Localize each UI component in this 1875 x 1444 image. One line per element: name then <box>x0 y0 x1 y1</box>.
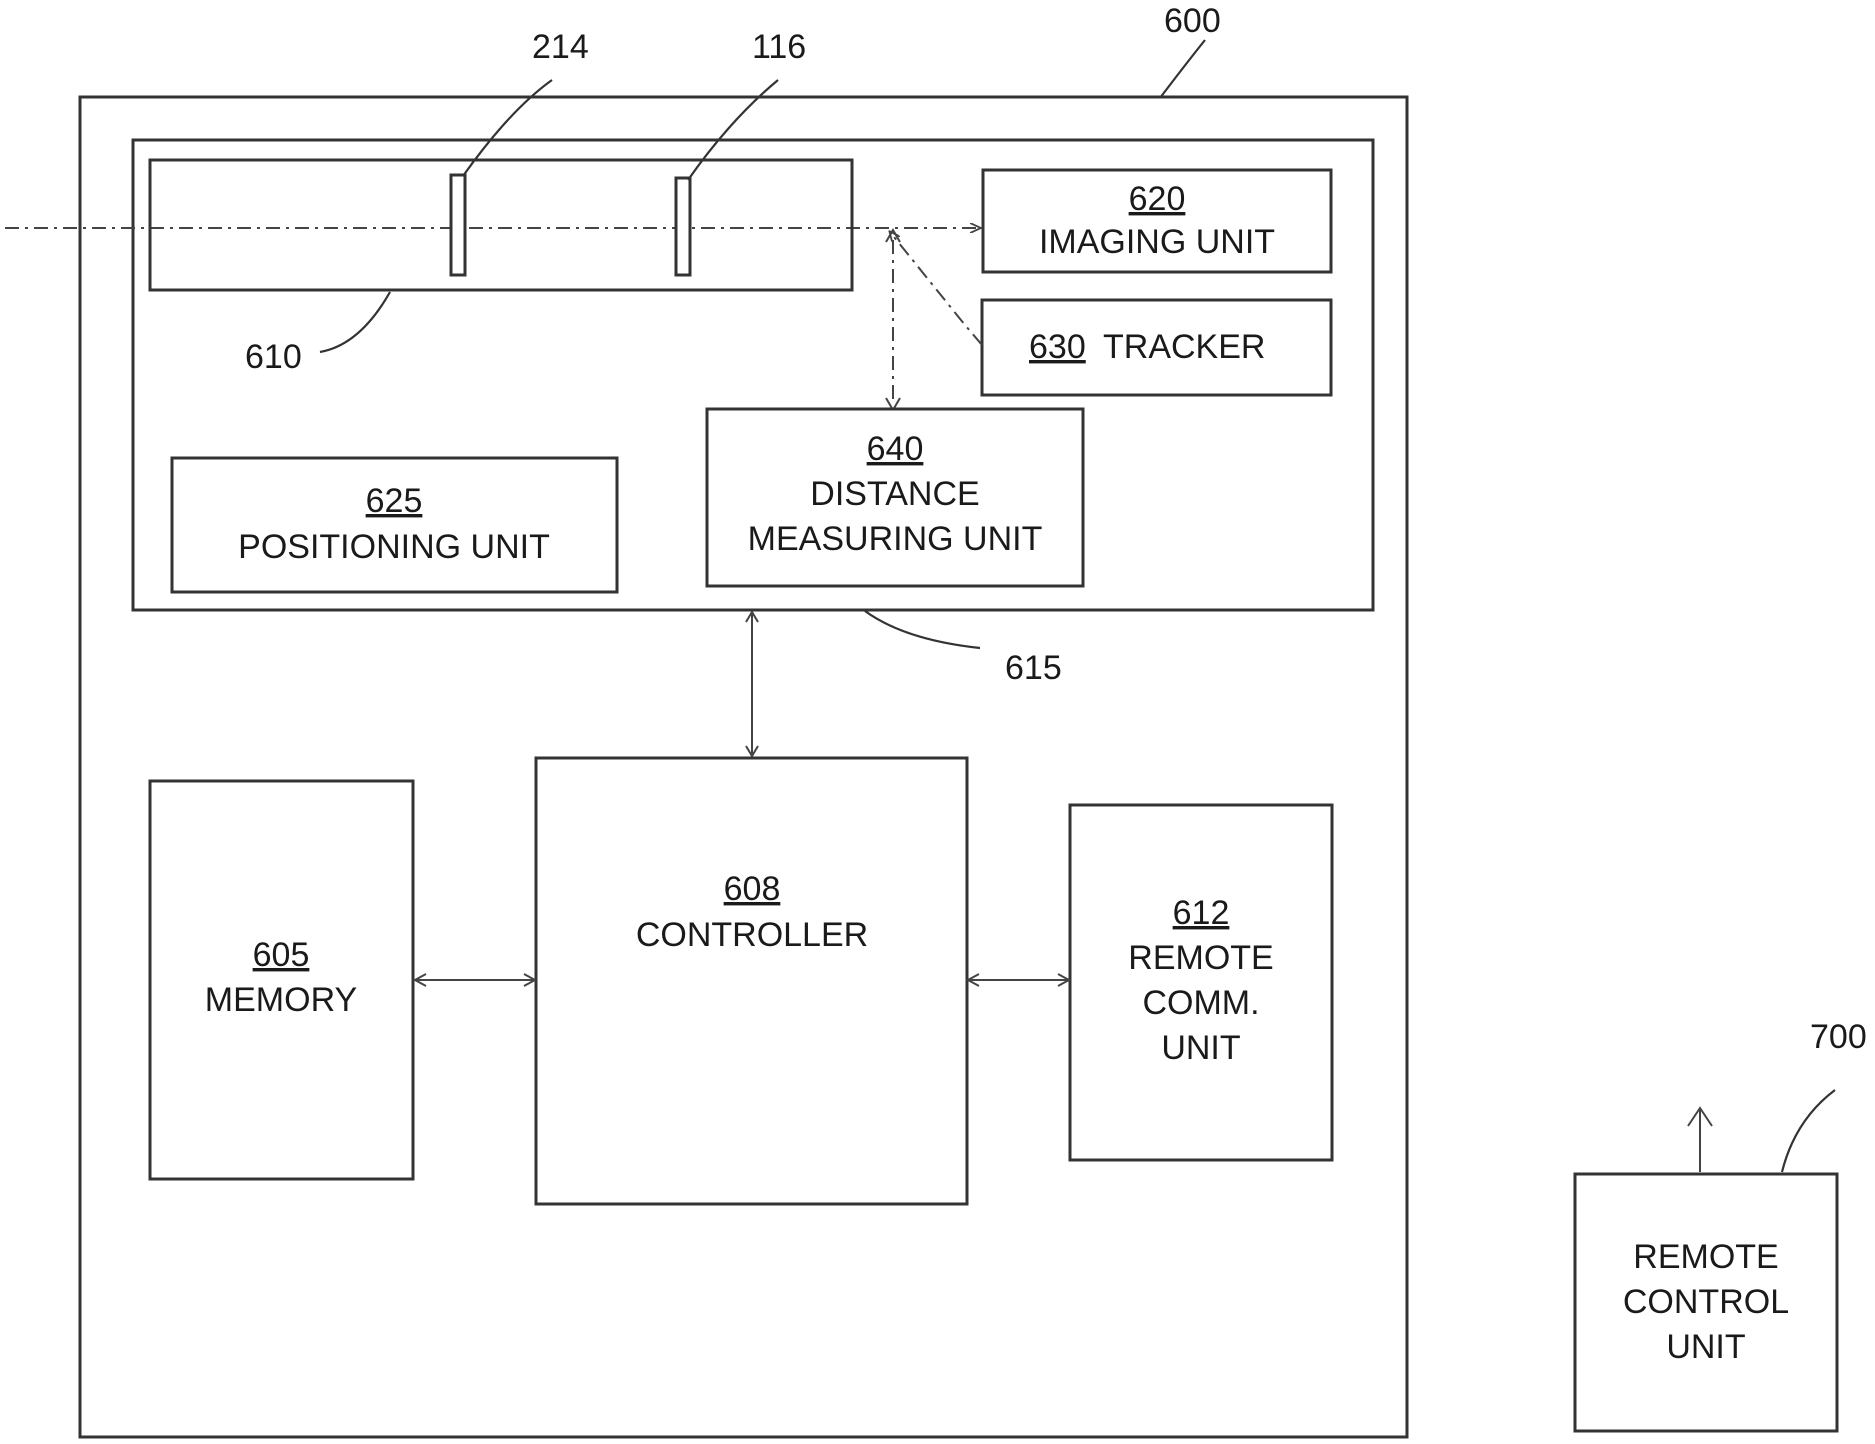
remote-control-line1: REMOTE <box>1633 1238 1778 1276</box>
remote-comm-line2: COMM. <box>1142 984 1259 1022</box>
optical-housing-label: 610 <box>245 338 302 376</box>
positioning-unit-box <box>172 458 617 592</box>
element-214-label: 214 <box>532 28 589 66</box>
imaging-unit-label: IMAGING UNIT <box>1039 223 1275 261</box>
positioning-unit-number: 625 <box>366 482 423 520</box>
memory-label: MEMORY <box>205 981 357 1019</box>
device-ref-leader <box>1160 40 1205 98</box>
element-116 <box>676 178 690 275</box>
positioning-unit-label: POSITIONING UNIT <box>238 528 550 566</box>
remote-comm-line3: UNIT <box>1161 1029 1240 1067</box>
remote-unit-ref-label: 700 <box>1810 1018 1867 1056</box>
distance-measuring-line2: MEASURING UNIT <box>748 520 1043 558</box>
controller-number: 608 <box>724 870 781 908</box>
module-ref-label: 615 <box>1005 649 1062 687</box>
memory-box <box>150 781 413 1179</box>
remote-control-line2: CONTROL <box>1623 1283 1789 1321</box>
device-ref-label: 600 <box>1164 2 1221 40</box>
distance-measuring-number: 640 <box>867 430 924 468</box>
remote-comm-line1: REMOTE <box>1128 939 1273 977</box>
tracker-label: TRACKER <box>1103 328 1265 366</box>
remote-comm-box <box>1070 805 1332 1160</box>
element-214 <box>451 175 465 275</box>
tracker-number: 630 <box>1029 328 1086 366</box>
distance-measuring-line1: DISTANCE <box>810 475 979 513</box>
controller-label: CONTROLLER <box>636 916 868 954</box>
controller-box <box>536 758 967 1204</box>
memory-number: 605 <box>253 936 310 974</box>
remote-control-line3: UNIT <box>1666 1328 1745 1366</box>
optical-housing <box>150 160 852 290</box>
remote-unit-ref-leader <box>1782 1090 1835 1172</box>
element-116-label: 116 <box>752 28 806 66</box>
imaging-unit-number: 620 <box>1129 180 1186 218</box>
remote-comm-number: 612 <box>1173 894 1230 932</box>
